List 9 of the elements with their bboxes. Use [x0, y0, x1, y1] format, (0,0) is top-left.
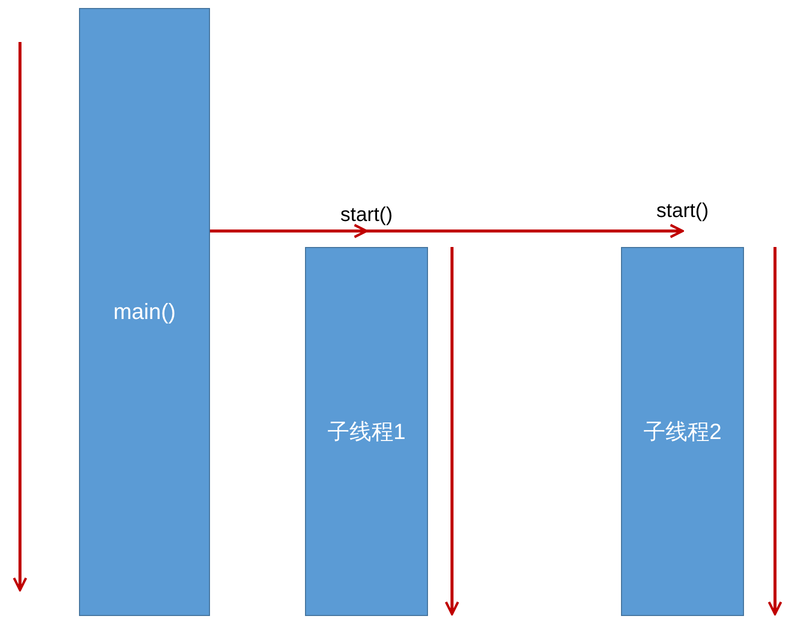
thread-name: 子线程2	[643, 418, 722, 446]
thread-name: 子线程1	[327, 418, 406, 446]
edge-label: start()	[340, 204, 393, 227]
thread-name: main()	[113, 299, 176, 325]
edge-label: start()	[656, 200, 709, 223]
thread-bar	[79, 8, 210, 616]
arrow	[210, 224, 684, 238]
thread-bar	[621, 247, 744, 616]
thread-bar	[305, 247, 428, 616]
